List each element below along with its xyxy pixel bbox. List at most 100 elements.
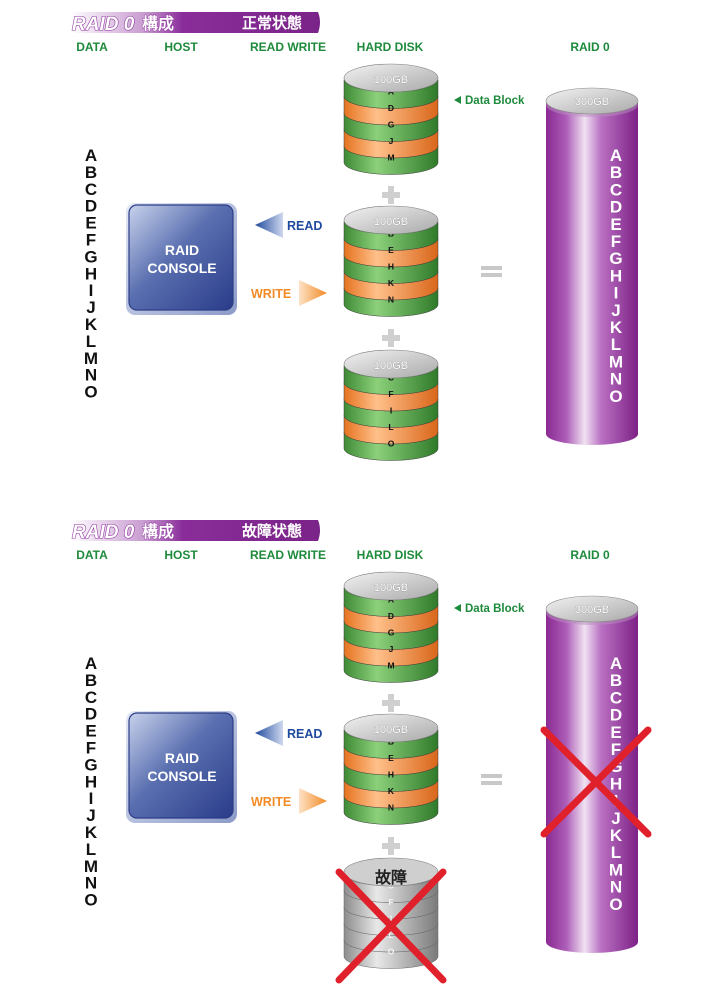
data-letter: H (85, 264, 97, 283)
console-screen (128, 712, 234, 819)
disk-block-letter: E (388, 753, 394, 763)
data-block-pointer-icon (454, 604, 461, 612)
data-letter: N (85, 874, 97, 893)
disk-block-letter: J (389, 136, 394, 146)
data-letter: L (86, 332, 96, 351)
disk-block-letter: M (387, 152, 394, 162)
raid0-letter: J (611, 809, 620, 828)
disk-block-letter: M (387, 660, 394, 670)
data-letter: F (86, 231, 96, 250)
data-letter: M (84, 857, 98, 876)
data-letter: C (85, 180, 97, 199)
raid0-letter: M (609, 860, 623, 879)
raid0-letter: G (609, 249, 622, 268)
disk-capacity-label: 100GB (374, 360, 408, 372)
raid0-letter: N (610, 370, 622, 389)
raid0-cylinder-body (546, 101, 638, 445)
write-arrow-icon (299, 280, 327, 306)
disk-block-letter: F (388, 389, 393, 399)
disk-capacity-label: 100GB (374, 724, 408, 736)
data-letter: K (85, 315, 98, 334)
disk-block-letter: J (389, 644, 394, 654)
data-letter: B (85, 163, 97, 182)
data-letter: A (85, 654, 97, 673)
disk-capacity-label: 100GB (374, 582, 408, 594)
data-letter: G (84, 247, 97, 266)
header-host: HOST (164, 40, 198, 54)
data-letter: H (85, 772, 97, 791)
equals-bar-top (481, 266, 502, 270)
disk-block-letter: L (388, 422, 393, 432)
equals-icon (481, 266, 502, 277)
raid0-letter: E (610, 723, 621, 742)
raid0-capacity-label: 300GB (575, 604, 609, 616)
data-letter: I (89, 281, 94, 300)
failure-cross-icon (335, 868, 447, 984)
raid0-letter: F (611, 740, 621, 759)
equals-icon (481, 774, 502, 785)
plus-bar-h (382, 843, 400, 849)
disk-block-letter: O (388, 946, 395, 956)
disk-block-letter: G (388, 119, 395, 129)
disk-block-letter: H (388, 769, 394, 779)
equals-bar-bottom (481, 273, 502, 277)
title-config-label: 構成 (142, 522, 174, 541)
plus-icon (382, 837, 400, 855)
title-raid-label: RAID 0 (72, 14, 135, 35)
disk-block-letter: L (388, 930, 393, 940)
raid0-letter: E (610, 215, 621, 234)
raid0-letter: C (610, 688, 622, 707)
raid0-letter: L (611, 843, 621, 862)
data-letter: L (86, 840, 96, 859)
read-arrow-icon (255, 720, 283, 746)
title-bar-background (70, 520, 320, 541)
disk-top-cap (343, 857, 439, 887)
disk-failure-label: 故障 (375, 868, 407, 887)
disk-block-letter: E (388, 245, 394, 255)
title-bar-background (70, 12, 320, 33)
raid0-letter: J (611, 301, 620, 320)
raid0-letter: M (609, 352, 623, 371)
disk-block-letter: I (390, 405, 392, 415)
data-letter: D (85, 705, 97, 724)
disk-top-cap (343, 205, 439, 235)
raid0-letter: B (610, 163, 622, 182)
read-label: READ (287, 219, 322, 233)
plus-bar-h (382, 192, 400, 198)
raid0-letter: H (610, 774, 622, 793)
data-letter: D (85, 197, 97, 216)
data-letter: C (85, 688, 97, 707)
disk-top-cap (343, 571, 439, 601)
disk-top-cap (343, 349, 439, 379)
disk-block-letter: G (388, 627, 395, 637)
data-letter: N (85, 366, 97, 385)
hard-disk-3: CFILO100GB (343, 349, 439, 461)
console-label-line2: CONSOLE (147, 768, 216, 784)
equals-bar-bottom (481, 781, 502, 785)
title-config-label: 構成 (142, 14, 174, 33)
raid0-letter: A (610, 654, 622, 673)
header-data: DATA (76, 548, 108, 562)
disk-block-letter: I (390, 913, 392, 923)
hard-disk-3: CFILO故障 (335, 857, 447, 984)
hard-disk-1: ADGJM100GB (343, 571, 439, 683)
read-label: READ (287, 727, 322, 741)
equals-bar-top (481, 774, 502, 778)
write-arrow-icon (299, 788, 327, 814)
plus-icon (382, 694, 400, 712)
plus-bar-h (382, 335, 400, 341)
data-letter: J (86, 298, 95, 317)
plus-icon (382, 186, 400, 204)
read-arrow-icon (255, 212, 283, 238)
data-letter: I (89, 789, 94, 808)
